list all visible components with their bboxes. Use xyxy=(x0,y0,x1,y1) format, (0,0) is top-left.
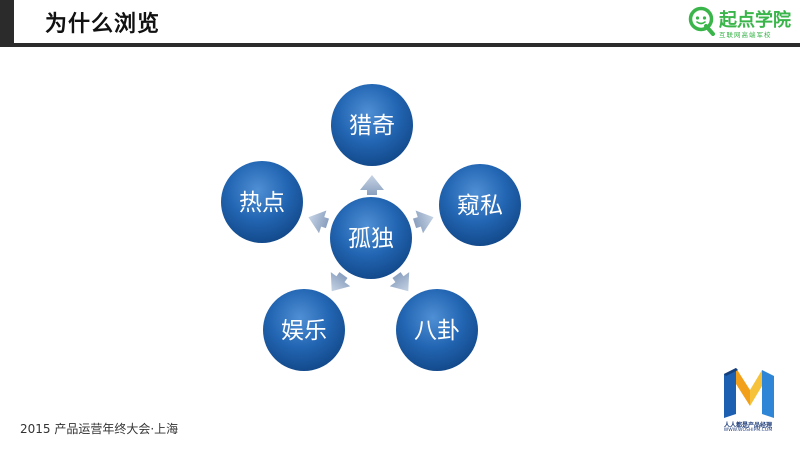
node-right: 窥私 xyxy=(439,164,521,246)
arrow-to-left xyxy=(308,210,330,234)
brand-url: WWW.WOSHIPM.COM xyxy=(723,428,773,433)
node-left-label: 热点 xyxy=(239,190,285,216)
header-divider xyxy=(0,43,800,47)
node-bottom-left-label: 娱乐 xyxy=(281,318,327,344)
node-top-label: 猎奇 xyxy=(349,113,395,139)
node-bottom-right-label: 八卦 xyxy=(414,318,460,344)
qidian-logo: 起点学院 互联网高端军校 xyxy=(688,4,796,40)
node-left: 热点 xyxy=(221,161,303,243)
logo-name: 起点学院 xyxy=(719,10,791,31)
page-title: 为什么浏览 xyxy=(45,12,161,37)
node-bottom-right: 八卦 xyxy=(396,289,478,371)
node-center-label: 孤独 xyxy=(348,226,394,252)
node-center: 孤独 xyxy=(330,197,412,279)
arrow-to-bottom-right xyxy=(389,272,410,292)
event-footer: 2015 产品运营年终大会·上海 xyxy=(20,422,179,436)
brand-name: 人人都是产品经理 xyxy=(723,422,772,429)
header: 为什么浏览 xyxy=(0,0,800,48)
node-top: 猎奇 xyxy=(331,84,413,166)
arrow-to-right xyxy=(412,210,434,234)
m-logo-icon xyxy=(724,368,774,418)
arrow-to-bottom-left xyxy=(330,272,351,292)
header-accent-bar xyxy=(0,0,14,44)
node-bottom-left: 娱乐 xyxy=(263,289,345,371)
woshipm-logo: 人人都是产品经理 WWW.WOSHIPM.COM xyxy=(716,366,780,436)
arrow-to-top xyxy=(360,175,384,195)
node-right-label: 窥私 xyxy=(457,193,503,219)
logo-subtitle: 互联网高端军校 xyxy=(719,31,772,39)
speech-bubble-q-icon xyxy=(688,6,715,36)
